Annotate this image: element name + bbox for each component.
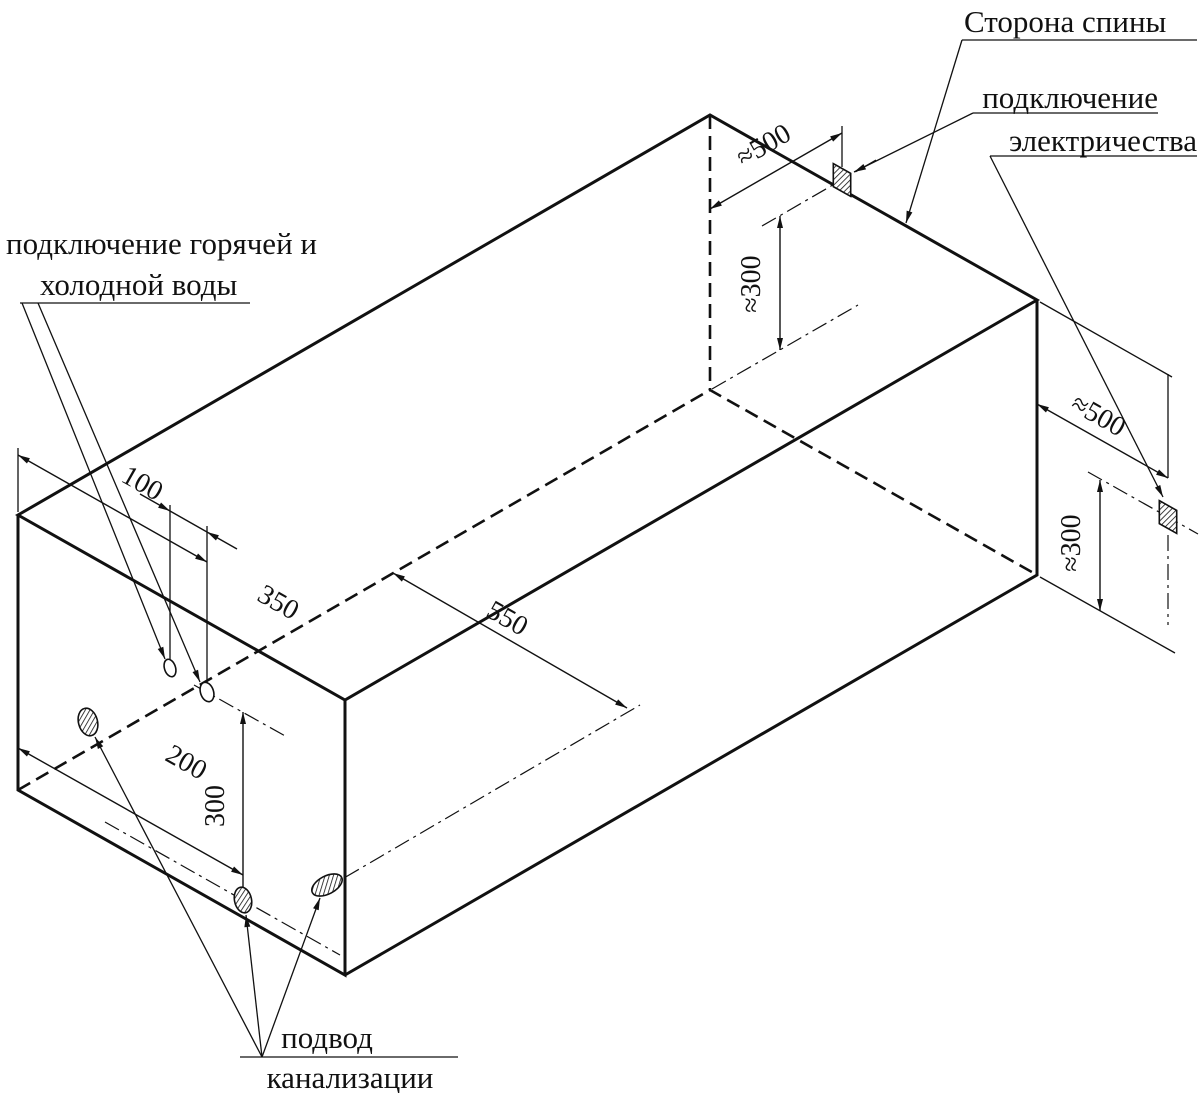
dim-line (709, 132, 843, 210)
water-label-line1: подключение горячей и (6, 226, 317, 261)
dim-value: 300 (200, 785, 231, 827)
connections (77, 162, 1178, 914)
dim-line (17, 747, 244, 876)
dim-electric-right-500: ≈500 (1036, 388, 1169, 479)
electric-connection-top (832, 162, 852, 198)
back-side-leader (905, 39, 963, 224)
right-top-corner-extension (1039, 301, 1173, 378)
sewage-label-line2: канализации (267, 1060, 434, 1093)
leader-lines (20, 39, 1197, 1058)
electricity-label-line2: электричества (1009, 123, 1197, 158)
box-hidden-edges (17, 115, 1038, 792)
sewage-leader-1 (94, 736, 263, 1058)
dim-line (17, 454, 208, 563)
electricity-label-line1: подключение (982, 80, 1158, 115)
sewage-inlet-2 (233, 886, 253, 914)
sewage-label-line1: подвод (281, 1020, 373, 1055)
water-label-line2: холодной воды (40, 267, 237, 302)
sewage-leader-3 (261, 897, 321, 1058)
dim-arrow-right (206, 531, 238, 550)
dim-value: 550 (481, 595, 533, 643)
dim-value: 200 (160, 739, 212, 787)
back-side-label: Сторона спины (964, 4, 1167, 39)
water-inlet-2 (199, 681, 215, 703)
water-leader-1 (21, 302, 166, 660)
water-inlet-centerline (193, 684, 288, 738)
water-leader-2 (37, 302, 201, 683)
box-visible-edges (14, 113, 1041, 978)
dim-value: 100 (116, 460, 168, 508)
electricity-leader-1 (853, 112, 974, 173)
extension-lines (17, 126, 1176, 687)
dim-value: ≈300 (736, 255, 767, 312)
dim-line (392, 572, 628, 709)
electric-right-centerline-h (1087, 471, 1199, 535)
dim-sewage-550: 550 (392, 572, 628, 709)
electricity-leader-2 (989, 155, 1164, 498)
sewage-drain-centerline (104, 821, 341, 956)
back-bottom-reference-centerline (711, 304, 859, 390)
centerlines (104, 159, 1199, 956)
dim-electric-right-300: ≈300 (1056, 480, 1103, 611)
dim-line (169, 510, 208, 533)
dim-line (1036, 403, 1169, 479)
electric-connection-right (1158, 499, 1178, 535)
dim-electric-top-300: ≈300 (736, 216, 783, 350)
sewage-leader-2 (244, 914, 263, 1058)
labels: Сторона спины подключение электричества … (6, 4, 1197, 1093)
sewage-pipe-centerline (319, 704, 641, 893)
sewage-inlet-3 (311, 873, 343, 897)
water-inlet-1 (163, 658, 177, 678)
dim-value: 350 (252, 579, 304, 627)
dim-water-100: 100 (116, 460, 238, 550)
dim-electric-top-500: ≈500 (709, 118, 843, 210)
right-bottom-corner-extension (1039, 576, 1176, 654)
dim-height-300: 300 (200, 712, 246, 903)
sewage-inlet-1 (77, 707, 99, 737)
dim-value: ≈300 (1056, 514, 1087, 571)
